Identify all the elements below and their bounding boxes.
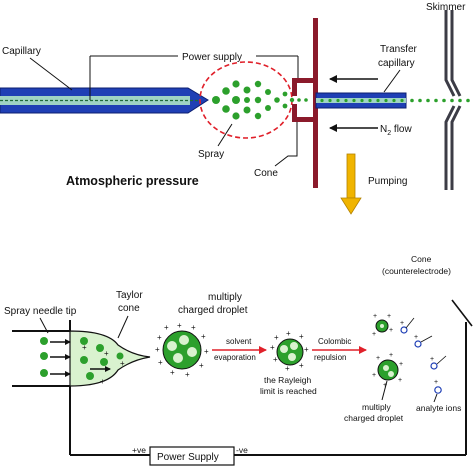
bottom-schematic: + + + + Spray needle tip Taylor cone mul… (4, 254, 473, 466)
counterelectrode-line (451, 299, 473, 327)
plus-ve-label: +ve (132, 445, 146, 455)
svg-text:+: + (299, 361, 304, 370)
svg-text:+: + (414, 334, 418, 341)
multiply-charged-droplet2-label-line2: charged droplet (344, 413, 404, 423)
multiply-charged-droplet2-label-line1: multiply (362, 402, 392, 412)
svg-text:+: + (398, 377, 402, 384)
power-supply-wiring (89, 55, 299, 100)
svg-text:+: + (286, 329, 291, 338)
power-supply-box (149, 446, 235, 466)
capillary-label: Capillary (2, 46, 41, 57)
svg-text:+: + (157, 333, 162, 342)
transfer-capillary-leader (383, 69, 401, 93)
multiply-charged-droplet-label-line2: charged droplet (178, 305, 248, 316)
spray-needle-tip-label: Spray needle tip (4, 306, 77, 317)
svg-text:+: + (387, 313, 391, 320)
cone-leader (274, 122, 298, 167)
minus-ve-label: -ve (236, 445, 248, 455)
rayleigh-droplet: ++ ++ ++ ++ (270, 329, 309, 373)
spray-leader (217, 123, 233, 147)
pumping-label: Pumping (368, 176, 407, 187)
cone-label: Cone (254, 168, 278, 179)
svg-text:+: + (304, 345, 309, 354)
capillary-needle (0, 87, 209, 114)
svg-text:+: + (274, 333, 279, 342)
svg-text:+: + (434, 379, 438, 386)
taylor-cone-label-line1: Taylor (116, 290, 143, 301)
analyte-ions-label: analyte ions (416, 403, 461, 413)
counterelectrode-label-line1: Cone (411, 254, 432, 264)
skimmer (444, 10, 462, 190)
svg-text:+: + (104, 349, 109, 358)
svg-text:+: + (204, 347, 209, 356)
solvent-evaporation-label-line1: solvent (226, 337, 252, 346)
transfer-capillary-label-line1: Transfer (380, 44, 418, 55)
solvent-evaporation-label-line2: evaporation (214, 353, 256, 362)
svg-text:+: + (155, 345, 160, 354)
svg-text:+: + (389, 352, 393, 359)
svg-text:+: + (164, 323, 169, 332)
svg-text:+: + (285, 364, 290, 373)
power-supply-label: Power supply (182, 52, 242, 63)
taylor-cone-label-line2: cone (118, 303, 140, 314)
multiply-charged-droplet-label-line1: multiply (208, 292, 242, 303)
taylor-cone-leader (117, 315, 129, 339)
svg-text:+: + (400, 320, 404, 327)
svg-text:+: + (399, 361, 403, 368)
svg-text:+: + (201, 332, 206, 341)
offspring-droplet-upper: + + + + (372, 313, 393, 338)
svg-text:+: + (383, 382, 387, 389)
ion-stream (297, 98, 470, 103)
atmospheric-pressure-label: Atmospheric pressure (66, 174, 199, 188)
svg-text:+: + (299, 332, 304, 341)
svg-text:+: + (199, 361, 204, 370)
cone-electrode (292, 18, 318, 188)
svg-text:+: + (430, 356, 434, 363)
capillary-leader (29, 57, 73, 91)
svg-text:+: + (372, 372, 376, 379)
spray-label: Spray (198, 149, 224, 160)
spray-needle-tip-leader (39, 317, 49, 334)
svg-text:+: + (158, 358, 163, 367)
counterelectrode-label-line2: (counterelectrode) (382, 266, 451, 276)
offspring-droplet-lower: + + + + + + (372, 352, 403, 389)
analyte-ions-group: + + + + (400, 317, 447, 394)
svg-text:+: + (177, 321, 182, 330)
svg-text:+: + (185, 370, 190, 379)
rayleigh-label-line1: the Rayleigh (264, 375, 312, 385)
power-supply-box-label: Power Supply (157, 452, 219, 463)
top-schematic: Capillary Power supply (0, 2, 470, 215)
n2-flow-label: N2 flow (380, 124, 412, 137)
colombic-repulsion-label-line2: repulsion (314, 353, 346, 362)
svg-text:+: + (372, 331, 376, 338)
needle-ions: + + + + (40, 337, 125, 386)
svg-text:+: + (273, 355, 278, 364)
analyte-ions-leader (433, 393, 438, 403)
svg-text:+: + (170, 368, 175, 377)
svg-text:+: + (191, 323, 196, 332)
rayleigh-label-line2: limit is reached (260, 386, 317, 396)
svg-text:+: + (376, 355, 380, 362)
svg-text:+: + (100, 377, 105, 386)
svg-text:+: + (120, 359, 125, 368)
charged-droplet-large: ++ ++ ++ ++ ++ + (155, 321, 209, 379)
pumping-arrow (340, 153, 362, 215)
spray-droplets (212, 80, 295, 120)
svg-text:+: + (270, 343, 275, 352)
svg-text:+: + (373, 313, 377, 320)
svg-text:+: + (82, 343, 87, 352)
colombic-repulsion-label-line1: Colombic (318, 337, 351, 346)
multiply-charged-droplet2-leader (381, 380, 388, 401)
svg-text:+: + (389, 327, 393, 334)
skimmer-label: Skimmer (426, 2, 466, 13)
transfer-capillary-label-line2: capillary (378, 58, 415, 69)
